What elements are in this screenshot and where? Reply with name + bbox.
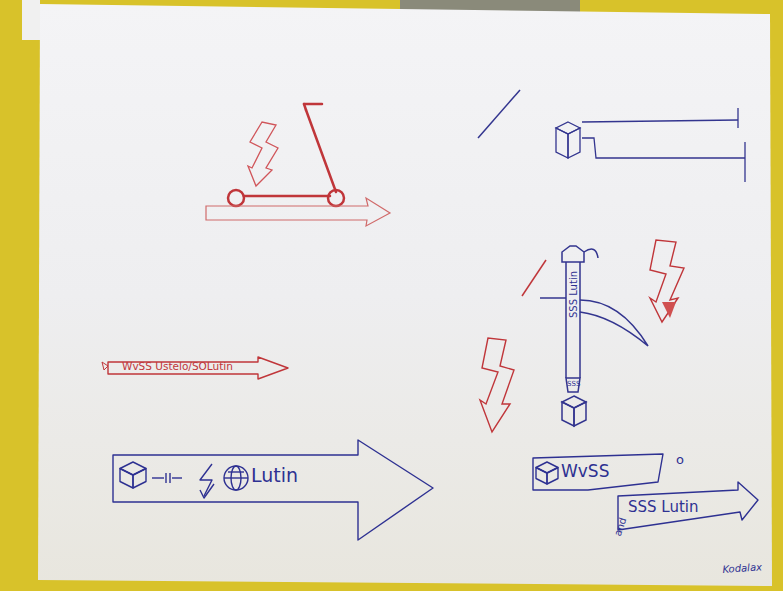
lightning-bolt — [480, 240, 684, 432]
cube-label: SSS — [567, 380, 580, 388]
lightning-bolt — [248, 122, 278, 186]
scooter-drawing — [228, 104, 344, 206]
arrow-band: WvSS Ustelo/SOLutin — [108, 357, 290, 379]
slash-line — [478, 90, 520, 138]
red-stroke — [522, 260, 546, 296]
node-outline — [108, 440, 435, 542]
open-bracket — [582, 108, 745, 182]
tiny-arrowhead — [102, 362, 108, 370]
pump-label: SSS Lutin — [568, 271, 579, 318]
slanted-band: WvSS — [528, 452, 668, 497]
node-text: SSS Lutin — [628, 498, 699, 516]
node-text: WvSS Ustelo/SOLutin — [122, 360, 233, 372]
small-mark: o — [676, 452, 684, 467]
cube-icon — [556, 122, 580, 158]
arrow-band — [206, 198, 390, 226]
node-text: WvSS — [561, 461, 609, 481]
paper-sheet — [38, 4, 772, 586]
water-pump — [540, 246, 648, 426]
arrow-band: SSS Lutin — [608, 482, 760, 537]
big-arrow: Lutin — [108, 440, 435, 542]
node-text: Lutin — [251, 464, 298, 486]
corner — [22, 0, 40, 40]
